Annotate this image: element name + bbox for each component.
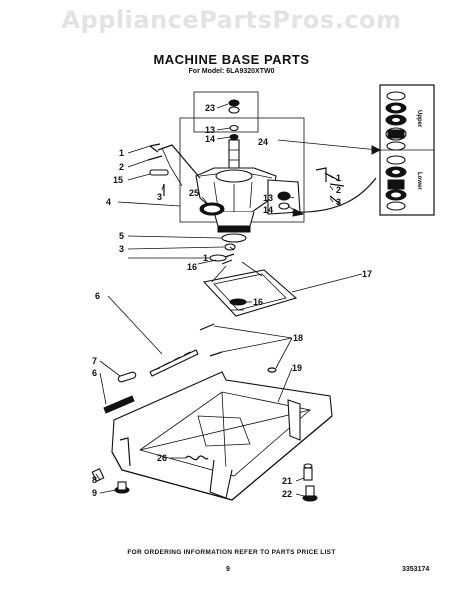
callout-15: 15 bbox=[113, 175, 123, 185]
callout-4: 4 bbox=[106, 197, 111, 207]
callout-24: 24 bbox=[258, 137, 268, 147]
callout-1: 1 bbox=[119, 148, 124, 158]
motor-mount-frame bbox=[202, 253, 298, 317]
callout-5: 5 bbox=[119, 231, 124, 241]
page-title: MACHINE BASE PARTS bbox=[153, 52, 310, 67]
watermark: AppliancePartsPros.com bbox=[61, 6, 402, 34]
callout-7: 7 bbox=[92, 356, 97, 366]
callout-2-right: 2 bbox=[336, 185, 341, 195]
callout-22: 22 bbox=[282, 489, 292, 499]
callout-1-lower: 1 bbox=[203, 253, 208, 263]
callout-21: 21 bbox=[282, 476, 292, 486]
callout-13: 13 bbox=[205, 125, 215, 135]
callout-9: 9 bbox=[92, 488, 97, 498]
callout-14: 14 bbox=[205, 134, 215, 144]
callout-8: 8 bbox=[92, 475, 97, 485]
transmission-assembly bbox=[147, 91, 382, 251]
leveling-feet bbox=[91, 463, 318, 502]
page-number: 9 bbox=[226, 566, 230, 573]
ordering-note: FOR ORDERING INFORMATION REFER TO PARTS … bbox=[127, 549, 336, 556]
callout-13-right: 13 bbox=[263, 193, 273, 203]
leader-lines bbox=[95, 103, 363, 497]
callout-19: 19 bbox=[292, 363, 302, 373]
callout-1-right: 1 bbox=[336, 173, 341, 183]
base-frame bbox=[103, 323, 333, 501]
callout-17: 17 bbox=[362, 269, 372, 279]
callout-labels: 23 13 14 1 2 15 3 24 25 4 13 14 1 2 3 5 … bbox=[92, 103, 372, 499]
callout-26: 26 bbox=[157, 453, 167, 463]
document-number: 3353174 bbox=[402, 566, 430, 573]
callout-16: 16 bbox=[187, 262, 197, 272]
callout-16-frame: 16 bbox=[253, 297, 263, 307]
callout-23: 23 bbox=[205, 103, 215, 113]
callout-14-right: 14 bbox=[263, 205, 273, 215]
callout-6-lower: 6 bbox=[92, 368, 97, 378]
callout-3-right: 3 bbox=[336, 197, 341, 207]
callout-3-lower: 3 bbox=[119, 244, 124, 254]
callout-3: 3 bbox=[157, 192, 162, 202]
callout-6: 6 bbox=[95, 291, 100, 301]
callout-18: 18 bbox=[293, 333, 303, 343]
model-number: For Model: 6LA9320XTW0 bbox=[188, 68, 275, 75]
bearing-inset: Upper Lower bbox=[379, 84, 435, 216]
callout-25: 25 bbox=[189, 188, 199, 198]
inset-label-lower: Lower bbox=[416, 172, 422, 190]
inset-label-upper: Upper bbox=[416, 110, 422, 128]
callout-2: 2 bbox=[119, 162, 124, 172]
